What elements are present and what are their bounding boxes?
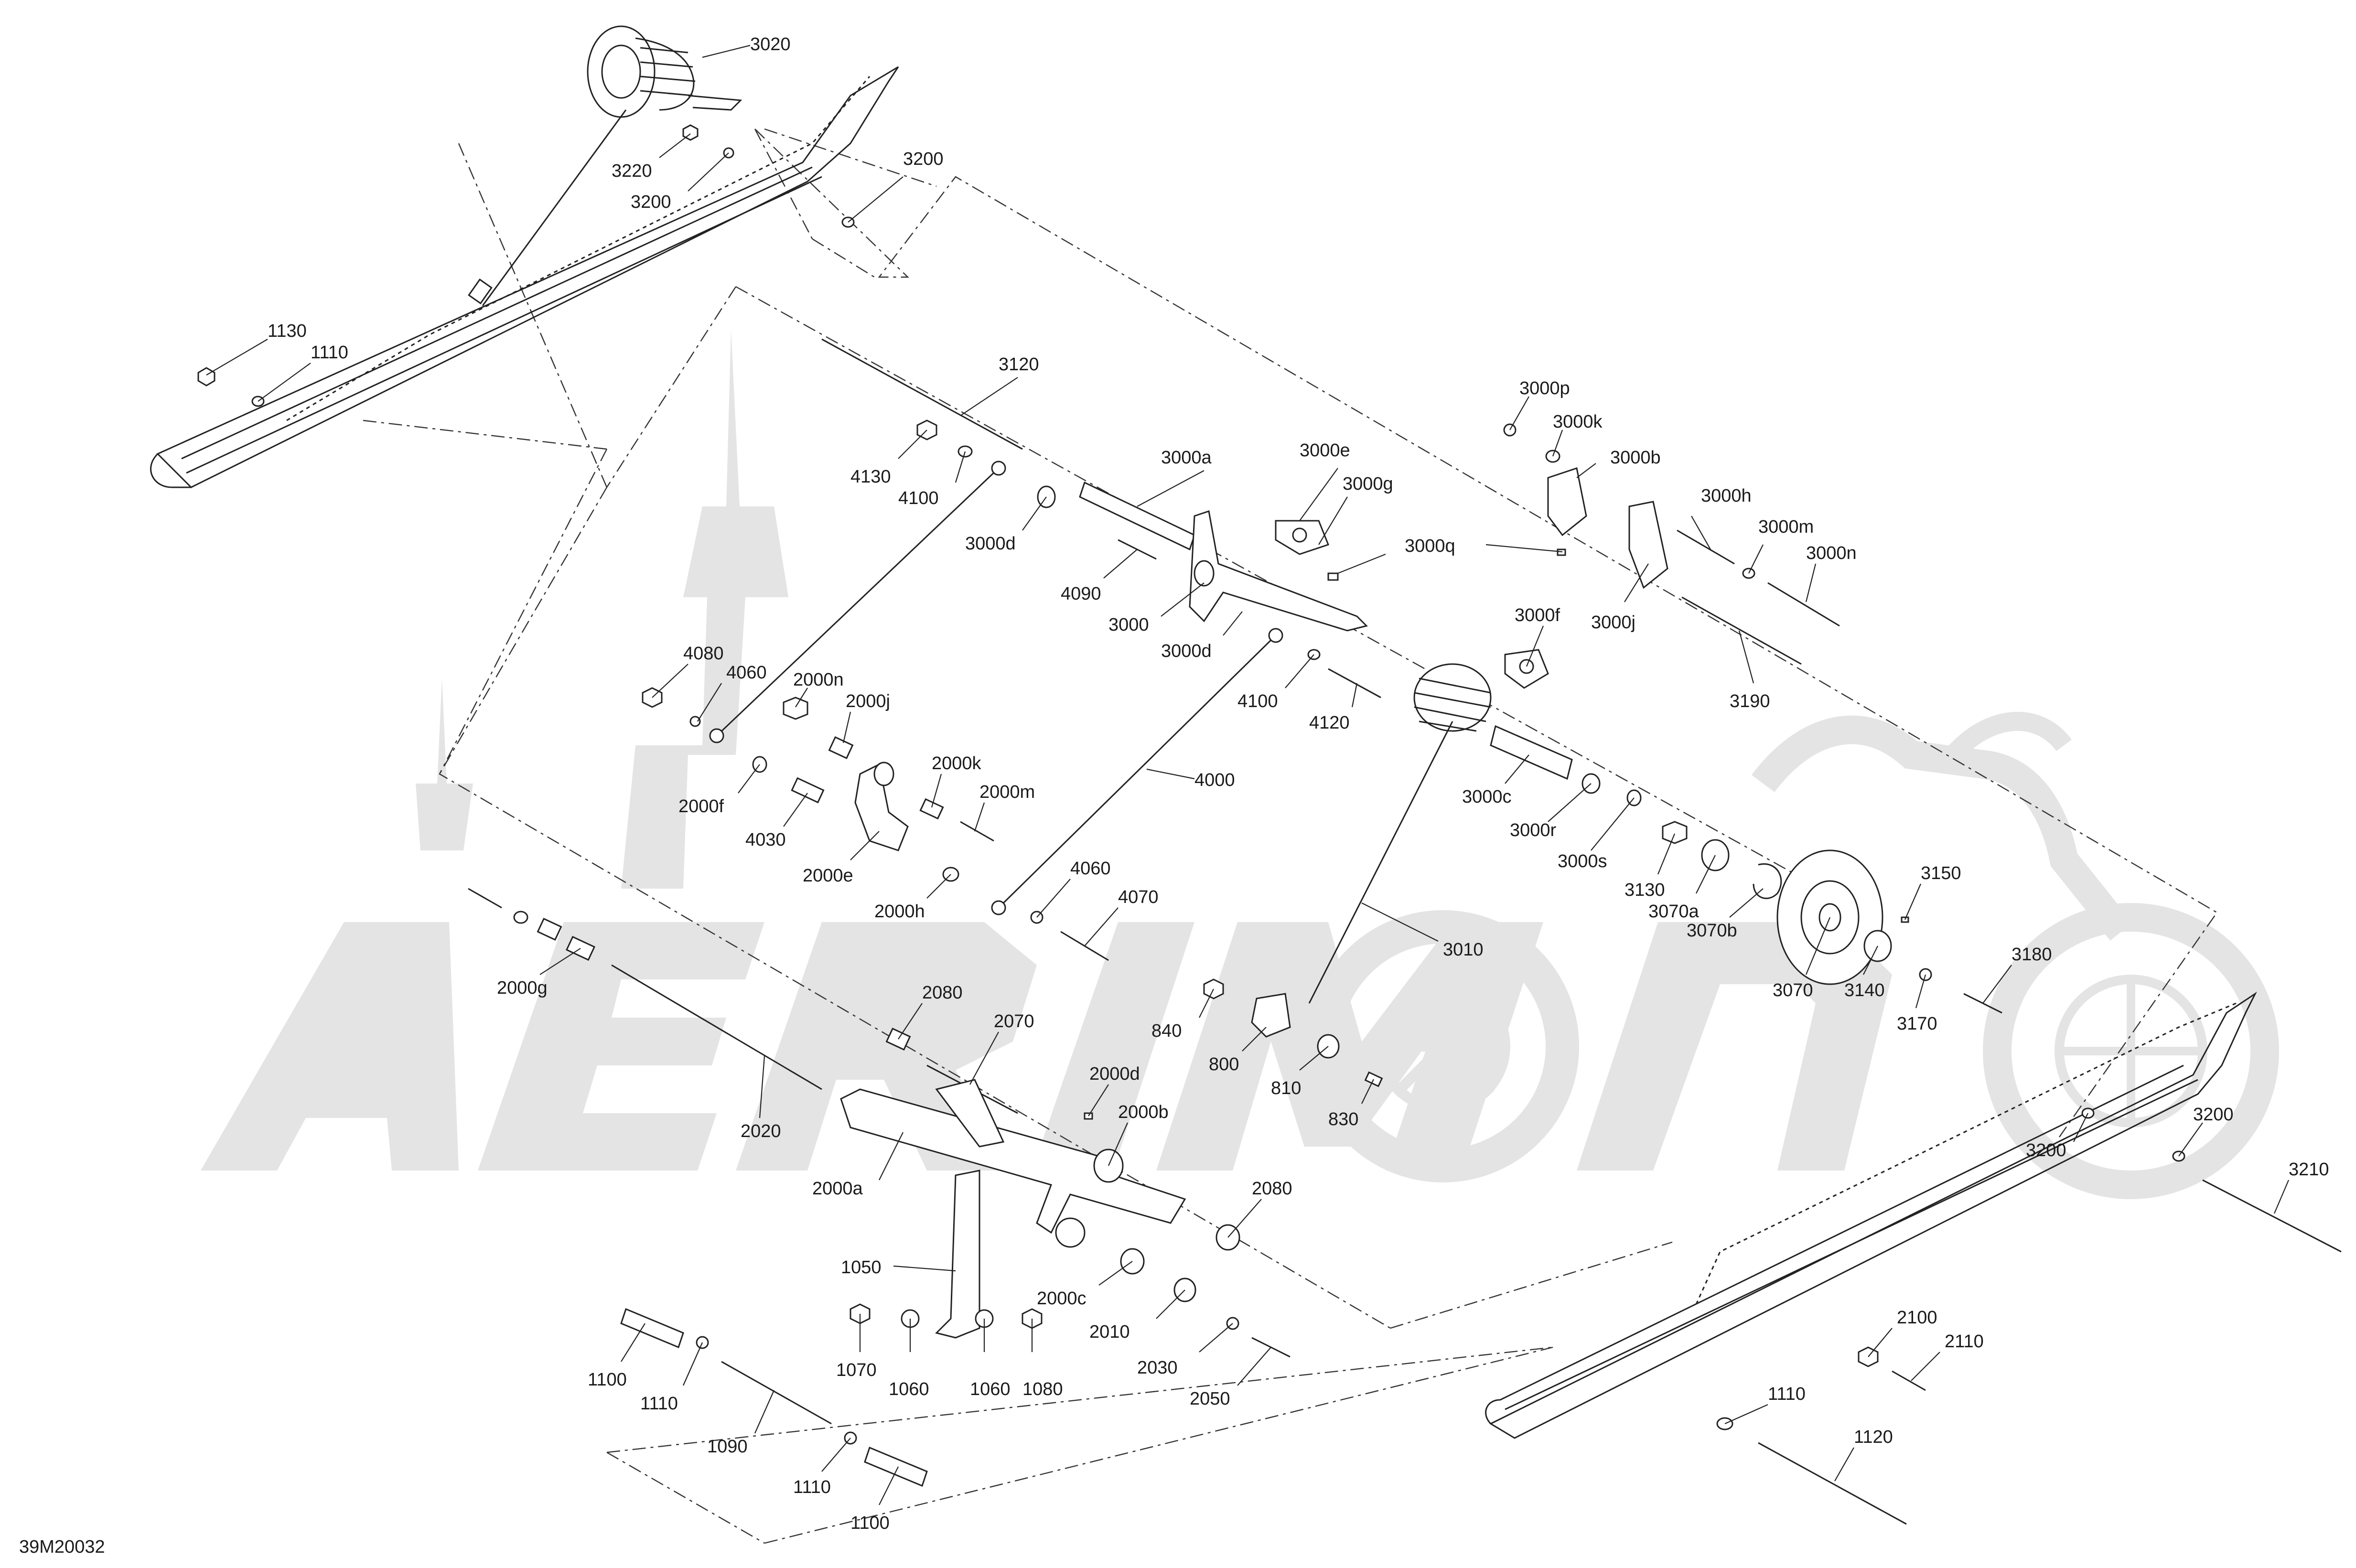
callout-3000g: 3000g [1343, 474, 1393, 494]
callout-830: 830 [1328, 1109, 1358, 1129]
callout-4030: 4030 [745, 830, 786, 850]
callout-4100: 4100 [898, 488, 939, 508]
callout-3200: 3200 [631, 192, 671, 212]
callout-4080: 4080 [683, 644, 724, 664]
callout-3000p: 3000p [1519, 378, 1570, 398]
callout-2000j: 2000j [846, 691, 890, 711]
callout-1110: 1110 [793, 1477, 831, 1497]
callout-2050: 2050 [1190, 1389, 1230, 1409]
callout-2070: 2070 [994, 1011, 1034, 1031]
callout-1050: 1050 [841, 1257, 882, 1278]
callout-4120: 4120 [1309, 713, 1350, 733]
callout-3190: 3190 [1730, 691, 1770, 711]
callout-1080: 1080 [1022, 1379, 1063, 1399]
callout-3220: 3220 [612, 161, 652, 181]
callout-1110: 1110 [311, 343, 348, 363]
callout-2000b: 2000b [1118, 1102, 1169, 1122]
left-slide-rail [150, 25, 899, 488]
callout-3070a: 3070a [1648, 902, 1700, 922]
callout-2100: 2100 [1897, 1308, 1937, 1328]
callout-2000a: 2000a [812, 1179, 863, 1199]
callout-2000f: 2000f [678, 796, 724, 816]
figure-id: 39M20032 [19, 1537, 105, 1557]
callout-4070: 4070 [1118, 887, 1159, 907]
callout-3150: 3150 [1921, 863, 1961, 883]
callout-3200: 3200 [2193, 1105, 2234, 1125]
callout-3000e: 3000e [1300, 440, 1350, 461]
callout-810: 810 [1271, 1078, 1301, 1098]
callout-1100: 1100 [850, 1513, 890, 1533]
callout-3000j: 3000j [1591, 612, 1635, 633]
callout-2030: 2030 [1137, 1358, 1178, 1378]
callout-3010: 3010 [1443, 940, 1484, 960]
callout-3170: 3170 [1897, 1014, 1937, 1034]
callout-4060: 4060 [726, 663, 767, 683]
callout-3000s: 3000s [1558, 851, 1607, 871]
callout-800: 800 [1209, 1054, 1239, 1074]
callout-2080: 2080 [922, 983, 963, 1003]
callout-1100: 1100 [588, 1370, 627, 1390]
callout-1120: 1120 [1854, 1427, 1893, 1447]
callout-2000d: 2000d [1089, 1064, 1140, 1084]
callout-2080: 2080 [1252, 1179, 1292, 1199]
callout-4130: 4130 [850, 467, 891, 487]
callout-3180: 3180 [2012, 945, 2052, 965]
callout-3000d: 3000d [965, 534, 1016, 554]
callout-1070: 1070 [836, 1360, 877, 1380]
callout-3200: 3200 [903, 149, 944, 169]
callout-1060: 1060 [889, 1379, 929, 1399]
callout-4060: 4060 [1070, 859, 1111, 879]
callout-2020: 2020 [741, 1121, 781, 1141]
callout-3000k: 3000k [1553, 412, 1603, 432]
callout-3070b: 3070b [1687, 921, 1737, 941]
callout-3000r: 3000r [1510, 820, 1557, 840]
callout-1130: 1130 [268, 321, 307, 341]
callout-4100: 4100 [1237, 691, 1278, 711]
callout-2000g: 2000g [497, 978, 548, 998]
callout-3000d: 3000d [1161, 641, 1212, 661]
callout-3000: 3000 [1108, 615, 1149, 635]
callout-1110: 1110 [640, 1394, 678, 1414]
callout-2000m: 2000m [979, 782, 1035, 802]
callout-3120: 3120 [999, 354, 1039, 375]
callout-3200: 3200 [2026, 1140, 2066, 1160]
callout-3020: 3020 [750, 34, 791, 54]
callout-3000b: 3000b [1610, 448, 1661, 468]
leader-lines [206, 44, 2290, 1505]
callout-2000h: 2000h [874, 902, 925, 922]
callout-3000f: 3000f [1515, 605, 1560, 625]
callout-3000m: 3000m [1758, 517, 1814, 537]
callout-3210: 3210 [2289, 1160, 2329, 1180]
callout-3000n: 3000n [1806, 543, 1857, 563]
callout-3130: 3130 [1624, 880, 1665, 900]
callout-2000c: 2000c [1037, 1289, 1087, 1309]
callout-1090: 1090 [707, 1437, 748, 1457]
callout-3140: 3140 [1844, 980, 1885, 1000]
callout-2010: 2010 [1089, 1322, 1130, 1342]
callout-4090: 4090 [1061, 584, 1101, 604]
callout-3000q: 3000q [1405, 536, 1455, 556]
callout-1060: 1060 [970, 1379, 1011, 1399]
callout-3000c: 3000c [1462, 787, 1512, 807]
callout-2000k: 2000k [932, 753, 982, 773]
callout-2000e: 2000e [803, 866, 853, 886]
callout-2110: 2110 [1945, 1332, 1984, 1352]
callout-840: 840 [1151, 1021, 1182, 1041]
callout-1110: 1110 [1768, 1384, 1806, 1404]
callout-3070: 3070 [1773, 980, 1813, 1000]
right-slide-rail [1485, 991, 2257, 1439]
callout-4000: 4000 [1194, 770, 1235, 790]
callout-2000n: 2000n [793, 670, 844, 690]
central-parts [197, 124, 2342, 1525]
callout-3000h: 3000h [1701, 486, 1752, 506]
callout-3000a: 3000a [1161, 448, 1212, 468]
callout-labels: 3020 3220 3200 3200 1130 1110 3120 4130 … [19, 34, 2329, 1557]
